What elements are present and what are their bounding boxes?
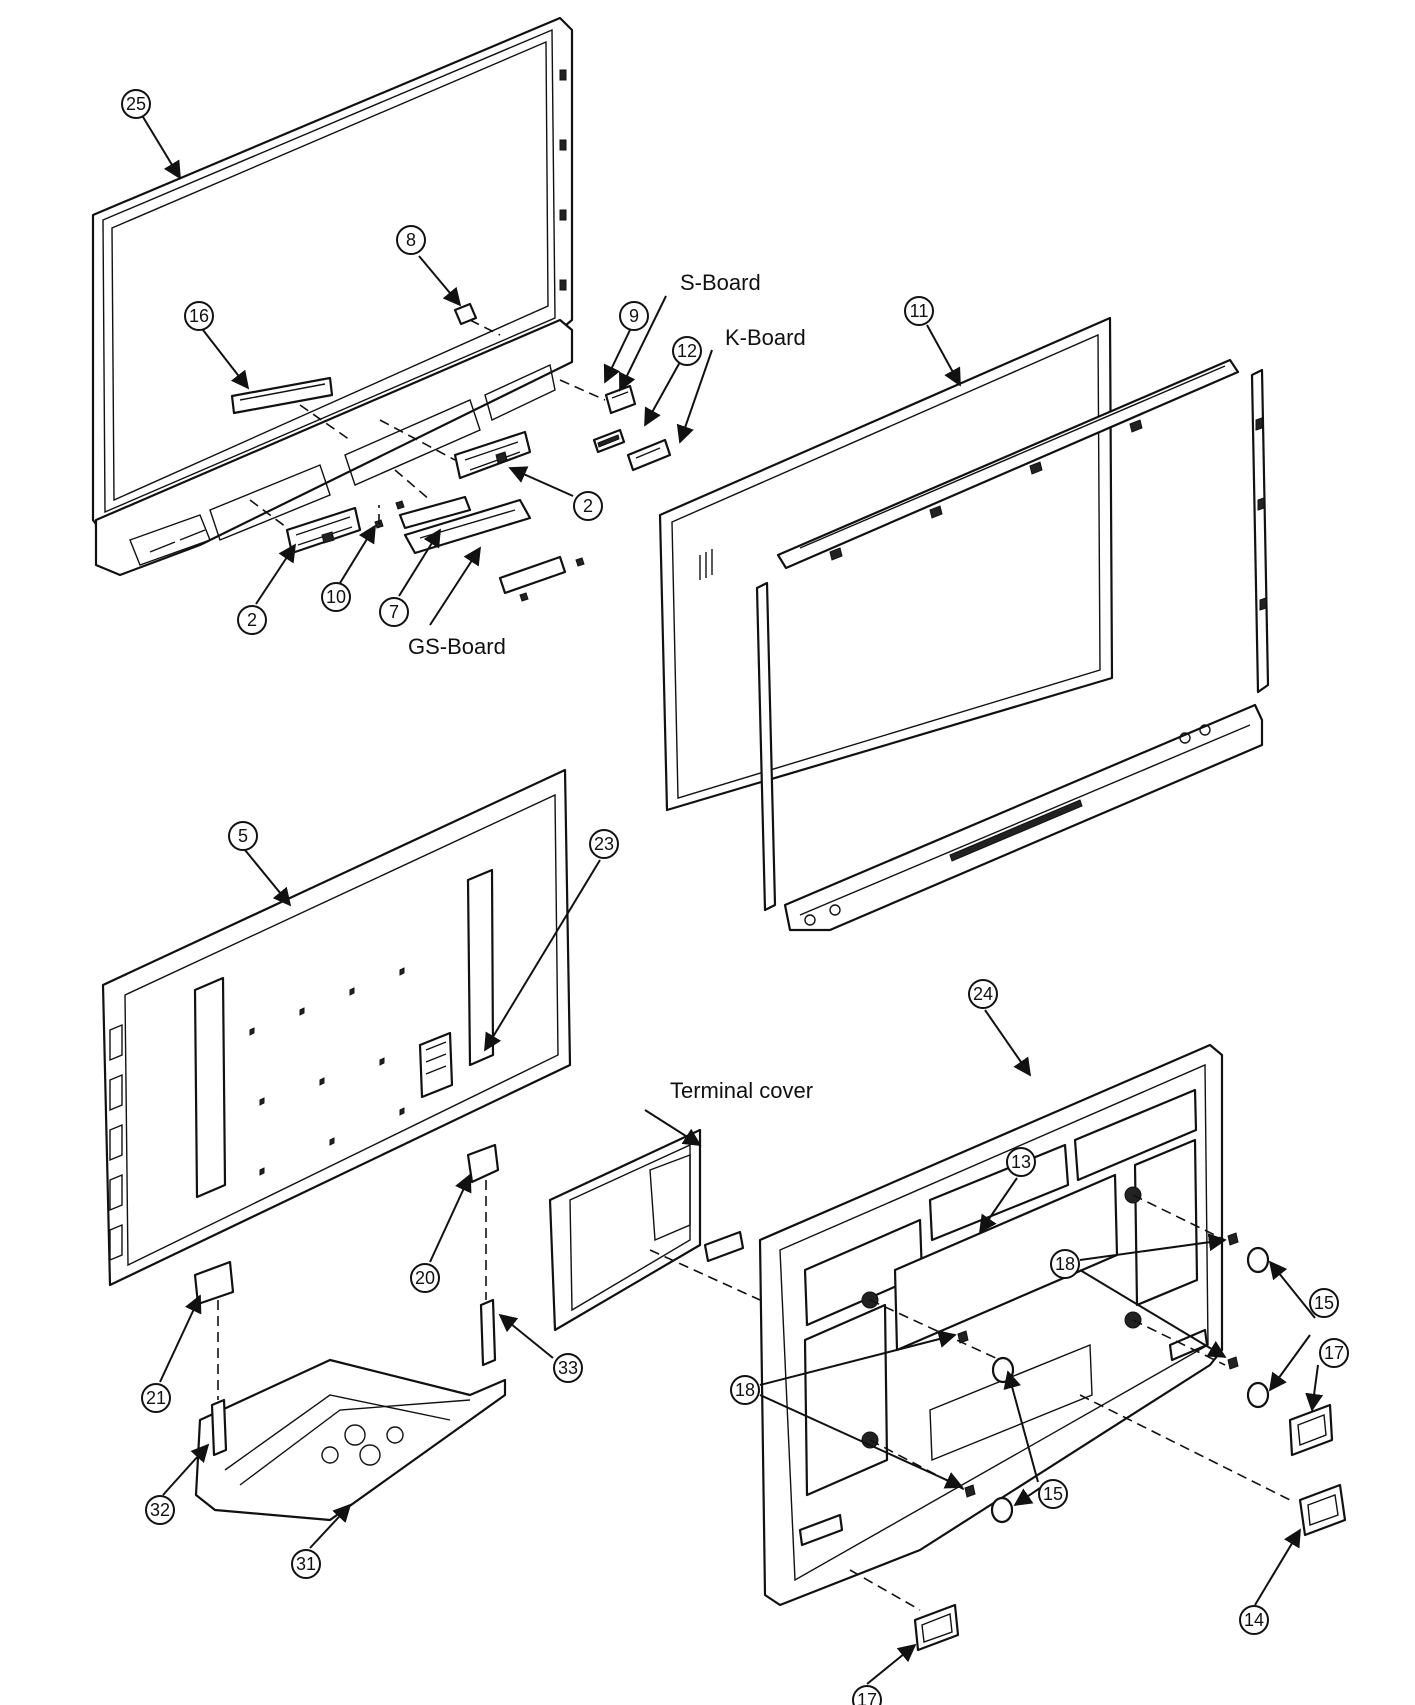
callout-5: 5 [228,821,258,851]
svg-text:7: 7 [389,602,399,622]
callout-18-lower: 18 [730,1375,760,1405]
k-board [626,438,672,472]
svg-text:18: 18 [735,1380,755,1400]
terminal-cover [548,1128,761,1332]
part-16-bracket [230,376,351,441]
svg-text:12: 12 [677,341,697,361]
callout-16: 16 [184,301,214,331]
callout-24: 24 [968,979,998,1009]
callout-11: 11 [904,296,934,326]
callout-14: 14 [1239,1605,1269,1635]
feet-17-14 [913,1403,1347,1652]
gs-board-assembly [394,469,585,602]
part-2-speaker-right [379,419,532,480]
callout-20: 20 [410,1263,440,1293]
svg-text:9: 9 [629,306,639,326]
svg-text:21: 21 [146,1388,166,1408]
callout-15-right: 15 [1309,1288,1339,1318]
svg-text:24: 24 [973,984,993,1004]
svg-text:33: 33 [558,1358,578,1378]
panel-right-rail [1250,368,1270,694]
svg-text:14: 14 [1244,1610,1264,1630]
callout-7: 7 [379,597,409,627]
leader-lines [139,111,1324,1685]
svg-text:2: 2 [247,610,257,630]
svg-text:8: 8 [406,230,416,250]
callout-12: 12 [672,336,702,366]
front-cabinet [91,16,574,577]
callout-25: 25 [121,89,151,119]
screws-18 [957,1232,1239,1498]
callout-8: 8 [396,225,426,255]
s-board-assembly [559,379,637,454]
svg-text:17: 17 [857,1690,877,1705]
svg-text:15: 15 [1043,1484,1063,1504]
callout-33: 33 [553,1353,583,1383]
panel-bottom-rail [783,703,1264,932]
callout-32: 32 [145,1495,175,1525]
svg-text:11: 11 [910,301,929,321]
callout-10: 10 [321,582,351,612]
svg-text:20: 20 [415,1268,435,1288]
svg-text:10: 10 [326,587,346,607]
callout-15-lower: 15 [1038,1479,1068,1509]
callout-17-right: 17 [1319,1338,1349,1368]
panel-glass [658,316,1114,812]
callout-9: 9 [619,301,649,331]
callout-2-right: 2 [573,491,603,521]
svg-text:13: 13 [1011,1152,1031,1172]
svg-text:5: 5 [238,826,248,846]
svg-text:32: 32 [150,1500,170,1520]
chassis-frame [101,768,572,1306]
panel-left-rail [755,581,777,912]
s-board-label: S-Board [680,270,761,295]
svg-text:16: 16 [189,306,209,326]
stand-base [194,1180,507,1522]
svg-text:23: 23 [594,834,614,854]
callout-2-left: 2 [237,605,267,635]
callout-17-bottom: 17 [852,1685,882,1705]
callout-21: 21 [141,1383,171,1413]
callout-18-upper: 18 [1050,1249,1080,1279]
svg-text:15: 15 [1314,1293,1334,1313]
caps-15 [990,1246,1270,1524]
svg-text:2: 2 [583,496,593,516]
callout-23: 23 [589,829,619,859]
svg-text:25: 25 [126,94,146,114]
panel-top-rail [776,358,1240,570]
callout-31: 31 [291,1549,321,1579]
svg-text:31: 31 [296,1554,316,1574]
k-board-label: K-Board [725,325,806,350]
svg-text:17: 17 [1324,1343,1344,1363]
gs-board-label: GS-Board [408,634,506,659]
part-8-clip [453,302,501,336]
part-13-plate [703,1230,745,1263]
svg-text:18: 18 [1055,1254,1075,1274]
terminal-cover-label: Terminal cover [670,1078,813,1103]
callout-13: 13 [1006,1147,1036,1177]
rear-cover [758,1043,1291,1611]
part-10-screw [374,505,384,529]
